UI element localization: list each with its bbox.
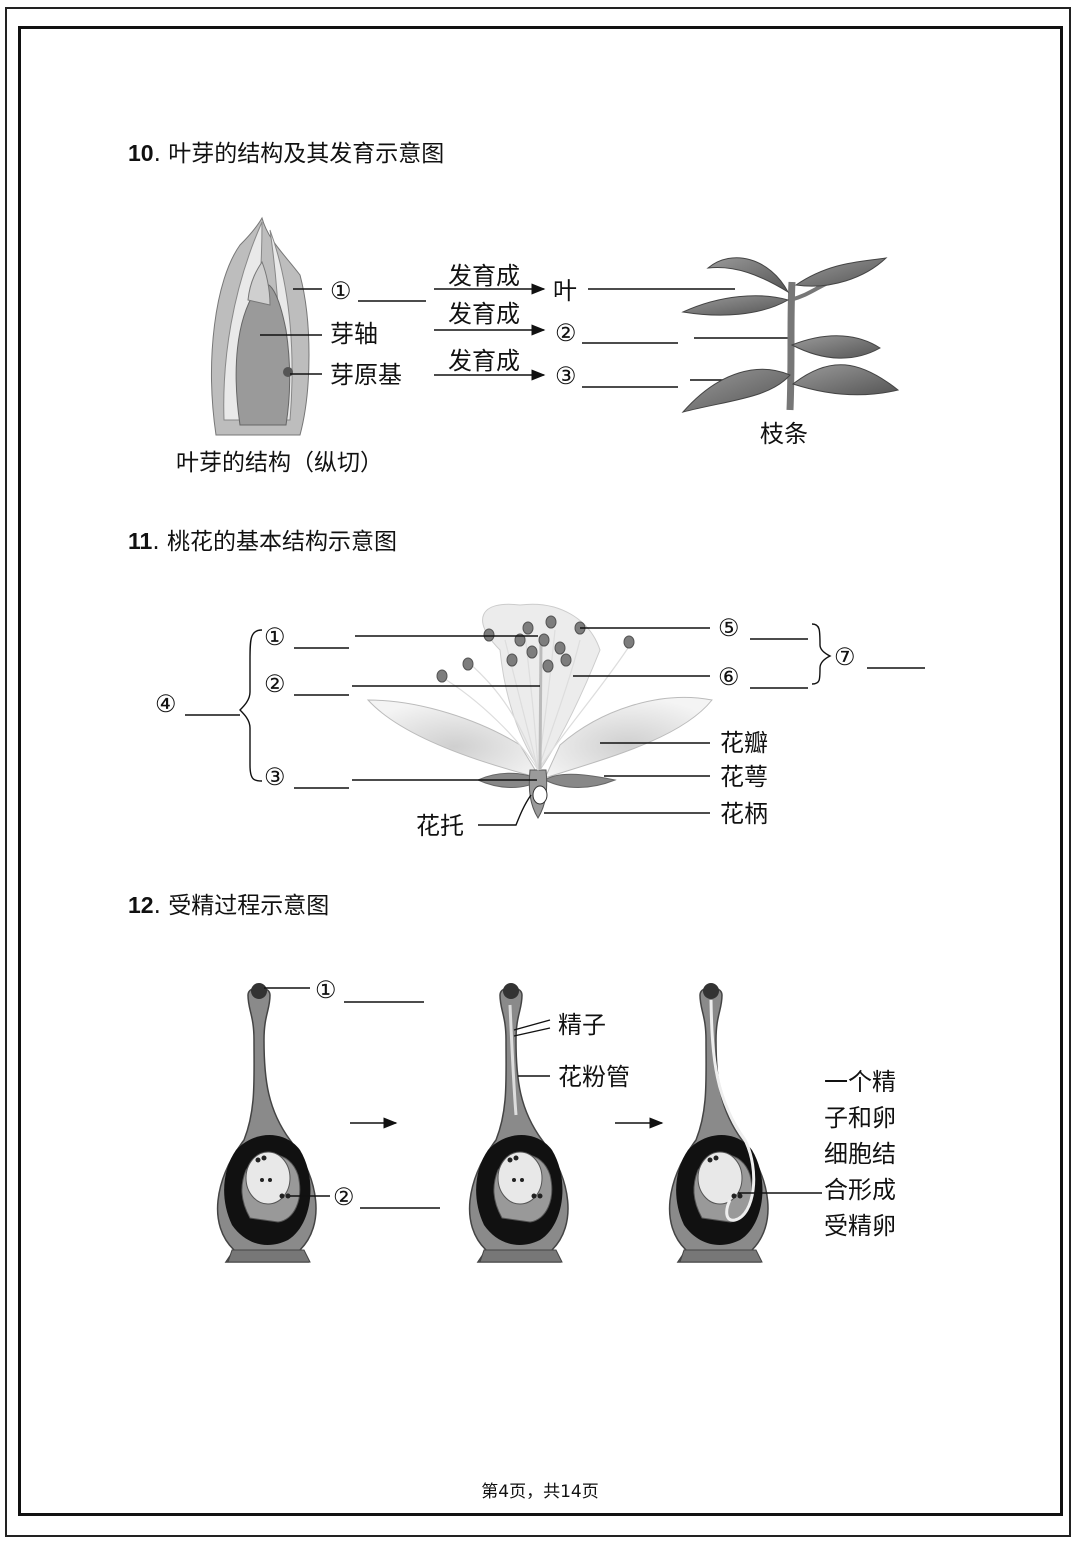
bud-arrow-label-3: 发育成 xyxy=(448,347,520,375)
fert-label-pollen-tube: 花粉管 xyxy=(558,1063,630,1091)
bud-target-2: ② xyxy=(555,319,577,347)
flower-label-sepal: 花萼 xyxy=(720,763,768,791)
flower-label-petal: 花瓣 xyxy=(720,729,768,757)
bud-caption: 叶芽的结构（纵切） xyxy=(176,450,383,476)
flower-label-5: ⑤ xyxy=(718,614,740,642)
bud-arrow-label-2: 发育成 xyxy=(448,300,520,328)
flower-label-pedicel: 花柄 xyxy=(720,800,768,828)
bud-arrow-label-1: 发育成 xyxy=(448,262,520,290)
fert-result-line-1: 一个精 xyxy=(824,1068,896,1096)
bud-target-3: ③ xyxy=(555,362,577,390)
bud-label-1: ① xyxy=(330,277,352,305)
flower-label-1: ① xyxy=(264,623,286,651)
pistil-stage-1 xyxy=(218,983,316,1262)
fert-label-sperm: 精子 xyxy=(558,1011,606,1039)
fert-label-1: ① xyxy=(315,976,337,1004)
page-footer: 第4页，共14页 xyxy=(0,1477,1080,1502)
pistil-stage-3 xyxy=(670,983,768,1262)
flower-label-3: ③ xyxy=(264,763,286,791)
pistil-stage-2 xyxy=(470,983,568,1262)
flower-label-4: ④ xyxy=(155,690,177,718)
fert-result-line-3: 细胞结 xyxy=(824,1140,896,1168)
bud-target-leaf: 叶 xyxy=(553,277,577,305)
branch-caption: 枝条 xyxy=(760,420,808,448)
fert-result-line-5: 受精卵 xyxy=(824,1212,896,1240)
fert-result-line-2: 子和卵 xyxy=(824,1104,896,1132)
bud-illustration xyxy=(212,218,309,435)
branch-illustration xyxy=(683,258,898,412)
flower-label-6: ⑥ xyxy=(718,663,740,691)
fert-label-2: ② xyxy=(333,1183,355,1211)
fert-result-line-4: 合形成 xyxy=(824,1176,896,1204)
bud-label-axis: 芽轴 xyxy=(330,320,378,348)
flower-label-2: ② xyxy=(264,670,286,698)
bud-label-primordium: 芽原基 xyxy=(330,361,402,389)
flower-label-7: ⑦ xyxy=(834,643,856,671)
flower-label-receptacle: 花托 xyxy=(416,812,464,840)
